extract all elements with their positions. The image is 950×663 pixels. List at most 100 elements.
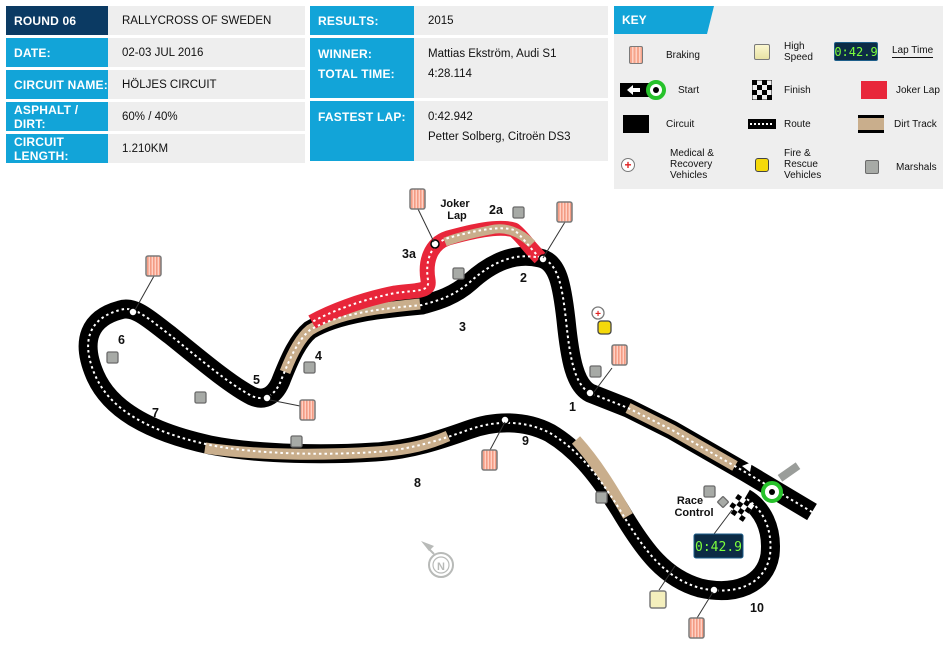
key-marshals: Marshals [858,156,937,178]
surface-label: ASPHALT / DIRT: [6,102,108,131]
braking-marker-6 [134,255,162,311]
round-label: ROUND 06 [6,6,108,35]
race-control-label-line2: Control [674,507,713,519]
key-title: KEY [614,6,714,34]
high-speed-marker [649,565,676,609]
turn-8-label: 8 [414,476,421,490]
winner-labels: WINNER: TOTAL TIME: [310,38,414,98]
turn-3-label: 3 [459,320,466,334]
results-label: RESULTS: [310,6,414,35]
dirt-track-swatch [858,115,884,133]
lap-time-display: 0:42.9 [693,509,744,559]
lap-time-readout: 0:42.9 [695,540,742,555]
date-row: DATE: 02-03 JUL 2016 [6,38,305,67]
circuit-length-label: CIRCUIT LENGTH: [6,134,108,163]
winner-label: WINNER: [318,47,373,61]
winner-row: WINNER: TOTAL TIME: Mattias Ekström, Aud… [310,38,608,98]
turn-10-label: 10 [750,601,764,615]
start-arrow-icon [742,462,752,472]
fastest-lap-time: 0:42.942 [428,111,473,123]
lap-time-icon: 0:42.9 [834,42,878,61]
key-finish: Finish [748,79,811,101]
start-icon [620,80,666,100]
medical-icon: + [621,157,635,172]
winner-values: Mattias Ekström, Audi S1 4:28.114 [414,38,608,98]
key-medical-label: Medical & Recovery Vehicles [670,148,714,181]
fire-rescue-marker [597,320,612,335]
key-circuit-label: Circuit [666,118,695,130]
key-fire-label: Fire & Rescue Vehicles [784,148,821,181]
finish-flag-icon [752,80,772,100]
turn-6-label: 6 [118,333,125,347]
key-high-speed-line1: High [784,41,805,52]
compass-icon: N [421,541,454,578]
key-lap-time: 0:42.9 Lap Time [834,42,934,61]
circuit-swatch [623,115,649,133]
key-medical: + Medical & Recovery Vehicles [614,148,714,181]
fastest-lap-labels: FASTEST LAP: [310,101,414,161]
key-joker-lap: Joker Lap [860,79,940,101]
round-row: ROUND 06 RALLYCROSS OF SWEDEN [6,6,305,35]
circuit-name-row: CIRCUIT NAME: HÖLJES CIRCUIT [6,70,305,99]
key-high-speed-label: High Speed [784,41,813,63]
key-medical-line1: Medical & [670,148,714,159]
key-route: Route [748,113,811,135]
braking-marker-3a [409,188,435,243]
turn-1-label: 1 [569,400,576,414]
key-finish-label: Finish [784,84,811,96]
turn-5-label: 5 [253,373,260,387]
surface-value: 60% / 40% [108,102,305,131]
key-dirt-track: Dirt Track [857,113,937,135]
key-dirt-track-label: Dirt Track [894,118,937,130]
turn-2-label: 2 [520,271,527,285]
circuit-length-row: CIRCUIT LENGTH: 1.210KM [6,134,305,163]
joker-lap-label-line2: Lap [447,210,467,222]
key-fire-line1: Fire & [784,148,811,159]
circuit-name-label: CIRCUIT NAME: [6,70,108,99]
key-high-speed-line2: Speed [784,52,813,63]
pit-structure [777,462,801,482]
turn-2a-label: 2a [489,203,504,217]
key-high-speed: High Speed [748,41,813,63]
medical-vehicle-marker: + [591,306,605,320]
key-fire: Fire & Rescue Vehicles [748,148,821,181]
total-time-label: TOTAL TIME: [318,67,395,81]
key-circuit: Circuit [622,113,694,135]
date-value: 02-03 JUL 2016 [108,38,305,67]
dirt-section-1 [625,403,738,471]
total-time-value: 4:28.114 [428,68,472,80]
fastest-lap-label: FASTEST LAP: [318,110,406,124]
results-value: 2015 [414,6,608,35]
turn-7-label: 7 [152,406,159,420]
map-key: KEY Braking High Speed 0:42.9 Lap Time S… [614,6,943,189]
key-medical-line3: Vehicles [670,170,708,181]
key-lap-time-label: Lap Time [892,45,934,58]
key-start: Start [620,79,699,101]
key-start-label: Start [678,84,700,96]
turn-labels: 1 2 2a 3 3a 4 5 6 7 8 9 10 [118,203,764,615]
finish-line-flag [726,494,755,522]
race-control-label-line1: Race [677,495,703,507]
svg-text:+: + [595,309,601,320]
key-fire-line2: Rescue [784,159,818,170]
turn-9-label: 9 [522,434,529,448]
compass-letter: N [437,561,445,573]
braking-marker-9 [481,421,506,471]
joker-lap-label-line1: Joker [440,198,470,210]
turn-3a-label: 3a [402,247,417,261]
circuit-length-value: 1.210KM [108,134,305,163]
key-medical-line2: Recovery [670,159,713,170]
corner-markers [128,239,719,595]
braking-icon [629,46,643,64]
marshals-icon [865,160,879,174]
winner-value: Mattias Ekström, Audi S1 [428,48,557,60]
dirt-sections [204,298,738,519]
joker-lap-swatch [861,81,887,99]
marshal-posts [106,206,729,508]
key-joker-lap-label: Joker Lap [896,84,940,96]
braking-markers [134,188,714,639]
results-table: RESULTS: 2015 WINNER: TOTAL TIME: Mattia… [310,6,608,164]
surface-row: ASPHALT / DIRT: 60% / 40% [6,102,305,131]
key-braking: Braking [622,44,700,66]
results-row: RESULTS: 2015 [310,6,608,35]
